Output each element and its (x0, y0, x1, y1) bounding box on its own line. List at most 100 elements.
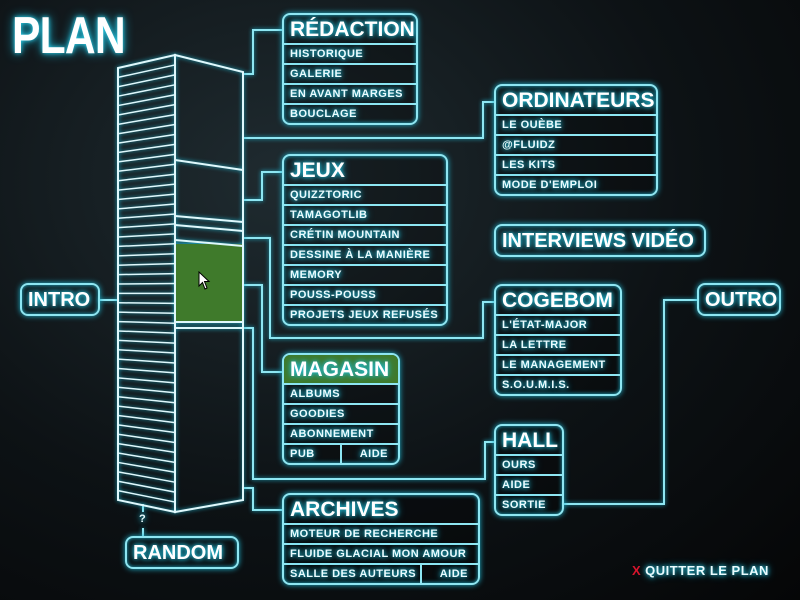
hall-header[interactable]: HALL (496, 426, 562, 456)
building-stripe (117, 143, 176, 154)
building-floor-highlight (176, 244, 242, 322)
random-hint: ? (139, 513, 146, 525)
connector-jeux (244, 171, 282, 201)
menu-item-archives-aide[interactable]: AIDE (419, 565, 478, 583)
menu-item-mode-d-emploi[interactable]: MODE D'EMPLOI (502, 179, 598, 191)
building-stripe (117, 252, 176, 257)
building-stripe (117, 282, 176, 285)
building-stripe (117, 489, 176, 503)
menu-item-la-lettre[interactable]: LA LETTRE (496, 336, 620, 356)
building-stripe (117, 163, 176, 173)
magasin-header[interactable]: MAGASIN (284, 355, 398, 385)
menu-item-le-management[interactable]: LE MANAGEMENT (496, 356, 620, 376)
building-stripe (117, 424, 176, 434)
building-stripe (117, 452, 176, 464)
section-hall: HALL OURS AIDE SORTIE (494, 424, 564, 516)
jeux-header[interactable]: JEUX (284, 156, 446, 186)
building-stripe (117, 133, 176, 144)
menu-item-goodies[interactable]: GOODIES (284, 405, 398, 425)
building-stripe (117, 203, 176, 210)
building-stripe (117, 433, 176, 444)
menu-item-dessine-a-la-maniere[interactable]: DESSINE À LA MANIÈRE (284, 246, 446, 266)
menu-item-quizztoric[interactable]: QUIZZTORIC (284, 186, 446, 206)
cogebom-header[interactable]: COGEBOM (496, 286, 620, 316)
redaction-header[interactable]: RÉDACTION (284, 15, 416, 45)
menu-item-magasin-aide[interactable]: AIDE (339, 445, 398, 463)
building-graphic (117, 53, 244, 514)
menu-item-cretin-mountain[interactable]: CRÉTIN MOUNTAIN (284, 226, 446, 246)
building-stripe (117, 243, 176, 248)
building-stripe (117, 339, 176, 344)
interviews-video-button[interactable]: INTERVIEWS VIDÉO (494, 224, 706, 257)
building-stripe (117, 471, 176, 483)
archives-header[interactable]: ARCHIVES (284, 495, 478, 525)
menu-item-sortie[interactable]: SORTIE (502, 499, 546, 511)
page-title: PLAN (12, 7, 126, 65)
section-archives: ARCHIVES MOTEUR DE RECHERCHE FLUIDE GLAC… (282, 493, 480, 585)
menu-item-en-avant-marges[interactable]: EN AVANT MARGES (284, 85, 416, 105)
menu-item-historique[interactable]: HISTORIQUE (284, 45, 416, 65)
menu-item-projets-jeux-refuses[interactable]: PROJETS JEUX REFUSÉS (290, 309, 439, 321)
building-stripe (117, 311, 176, 315)
menu-item-abonnement[interactable]: ABONNEMENT (284, 425, 398, 445)
section-jeux: JEUX QUIZZTORIC TAMAGOTLIB CRÉTIN MOUNTA… (282, 154, 448, 326)
section-redaction: RÉDACTION HISTORIQUE GALERIE EN AVANT MA… (282, 13, 418, 125)
menu-item-galerie[interactable]: GALERIE (284, 65, 416, 85)
archives-last-row: SALLE DES AUTEURS AIDE (284, 565, 478, 583)
building-stripe (117, 193, 176, 201)
building-stripe (117, 153, 176, 163)
building-stripe (117, 113, 176, 126)
connector-ordinateurs (244, 101, 494, 139)
building-stripe (117, 213, 176, 220)
connector-outro (562, 299, 697, 505)
building-stripe (117, 367, 176, 374)
building-stripe (117, 377, 176, 384)
building-stripe (117, 405, 176, 414)
ordinateurs-header[interactable]: ORDINATEURS (496, 86, 656, 116)
menu-item-fluide-glacial-mon-amour[interactable]: FLUIDE GLACIAL MON AMOUR (284, 545, 478, 565)
building-stripe (117, 123, 176, 135)
connector-magasin (244, 284, 282, 373)
menu-item-tamagotlib[interactable]: TAMAGOTLIB (284, 206, 446, 226)
menu-item-etat-major[interactable]: L'ÉTAT-MAJOR (496, 316, 620, 336)
building-stripe (117, 94, 176, 107)
outro-button[interactable]: OUTRO (697, 283, 781, 316)
menu-item-le-ouebe[interactable]: LE OUÈBE (496, 116, 656, 136)
section-cogebom: COGEBOM L'ÉTAT-MAJOR LA LETTRE LE MANAGE… (494, 284, 622, 396)
magasin-last-row: PUB AIDE (284, 445, 398, 463)
section-magasin: MAGASIN ALBUMS GOODIES ABONNEMENT PUB AI… (282, 353, 400, 465)
connector-hall (244, 327, 494, 480)
quit-plan-label: QUITTER LE PLAN (645, 563, 769, 578)
building-stripe (117, 348, 176, 354)
menu-item-ours[interactable]: OURS (496, 456, 562, 476)
connector-redaction (244, 29, 282, 75)
menu-item-salle-des-auteurs[interactable]: SALLE DES AUTEURS (290, 568, 417, 580)
menu-item-bouclage[interactable]: BOUCLAGE (290, 108, 357, 120)
building-stripe (117, 480, 176, 493)
menu-item-les-kits[interactable]: LES KITS (496, 156, 656, 176)
building-stripe (117, 320, 176, 324)
building-stripe (117, 84, 176, 97)
menu-item-fluidz[interactable]: @FLUIDZ (496, 136, 656, 156)
menu-item-hall-aide[interactable]: AIDE (496, 476, 562, 496)
building-stripe (117, 330, 176, 334)
building-stripe (117, 262, 176, 266)
section-ordinateurs: ORDINATEURS LE OUÈBE @FLUIDZ LES KITS MO… (494, 84, 658, 196)
random-button[interactable]: RANDOM (125, 536, 239, 569)
building-stripe (117, 461, 176, 473)
menu-item-pub[interactable]: PUB (290, 448, 315, 460)
building-stripe (117, 395, 176, 404)
menu-item-memory[interactable]: MEMORY (284, 266, 446, 286)
building-stripe (117, 386, 176, 394)
intro-button[interactable]: INTRO (20, 283, 100, 316)
menu-item-soumis[interactable]: S.O.U.M.I.S. (502, 379, 570, 391)
building-stripe (117, 183, 176, 191)
menu-item-albums[interactable]: ALBUMS (284, 385, 398, 405)
building-right-face (174, 53, 244, 514)
connector-archives (244, 487, 282, 511)
menu-item-pouss-pouss[interactable]: POUSS-POUSS (284, 286, 446, 306)
building-stripe (117, 64, 176, 79)
menu-item-moteur-de-recherche[interactable]: MOTEUR DE RECHERCHE (284, 525, 478, 545)
